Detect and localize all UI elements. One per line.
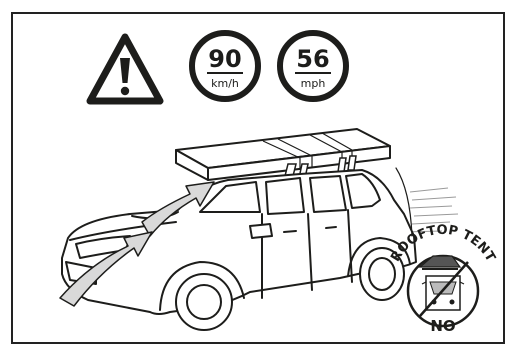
speed-limit-kmh-value: 90	[208, 45, 241, 73]
airflow-arrows	[59, 181, 215, 307]
prohibited-icon	[419, 261, 469, 317]
badge-verdict: NO	[430, 317, 455, 335]
speed-limit-kmh-sign: 90 km/h	[189, 30, 261, 102]
rooftop-tent-icon	[418, 255, 465, 311]
airflow-arrow-lower	[59, 231, 153, 307]
speed-limit-mph-value: 56	[296, 45, 329, 73]
speed-limit-mph-unit: mph	[301, 77, 326, 90]
wind-streaks	[401, 187, 459, 233]
speed-limit-kmh-unit: km/h	[211, 77, 239, 90]
airflow-arrow-upper	[141, 181, 215, 237]
speed-limit-mph-sign: 56 mph	[277, 30, 349, 102]
warning-triangle-icon	[86, 33, 164, 105]
suv-car	[61, 167, 417, 331]
frame-border	[11, 12, 505, 344]
roof-box	[175, 128, 391, 181]
